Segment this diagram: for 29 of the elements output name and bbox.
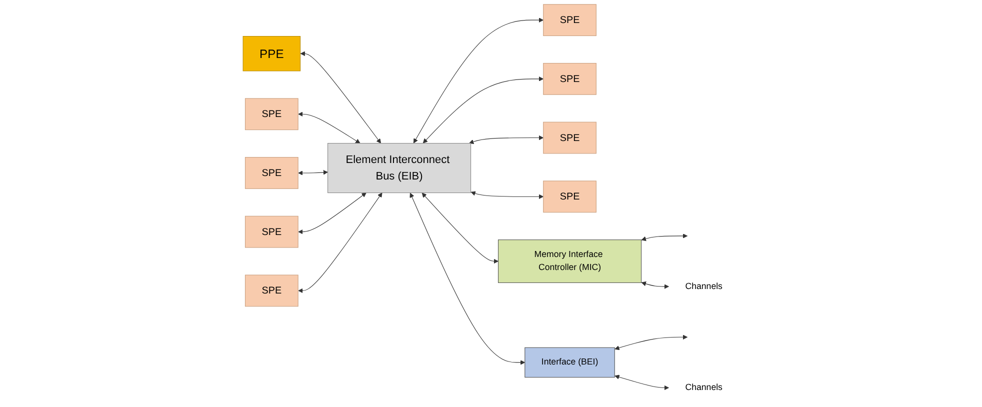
node-box: SPE [543, 4, 596, 36]
node-box: Interface (BEI) [524, 347, 615, 378]
node-box: SPE [543, 180, 596, 213]
arrow [298, 192, 382, 294]
arrow [422, 192, 498, 264]
arrow [422, 76, 544, 144]
node-box: Memory Interface Controller (MIC) [498, 240, 642, 283]
node-box: Element Interconnect Bus (EIB) [328, 143, 472, 194]
arrow [614, 374, 669, 390]
node-box: SPE [244, 216, 298, 248]
arrow [641, 234, 688, 242]
arrow [410, 192, 526, 365]
node-box: SPE [244, 98, 298, 130]
arrow [300, 51, 382, 144]
node-box: SPE [244, 157, 298, 189]
node-box: SPE [543, 62, 596, 95]
arrow [298, 170, 328, 176]
arrow [470, 191, 544, 200]
arrow [469, 135, 544, 144]
node-text: Channels [685, 382, 722, 392]
node-box: SPE [543, 122, 596, 154]
arrow [641, 281, 669, 289]
node-box: PPE [242, 36, 301, 72]
node-text: Channels [685, 282, 722, 291]
arrow [298, 112, 360, 144]
arrow [413, 18, 544, 144]
node-box: SPE [244, 274, 298, 307]
arrow [614, 334, 688, 350]
arrow [298, 192, 366, 234]
